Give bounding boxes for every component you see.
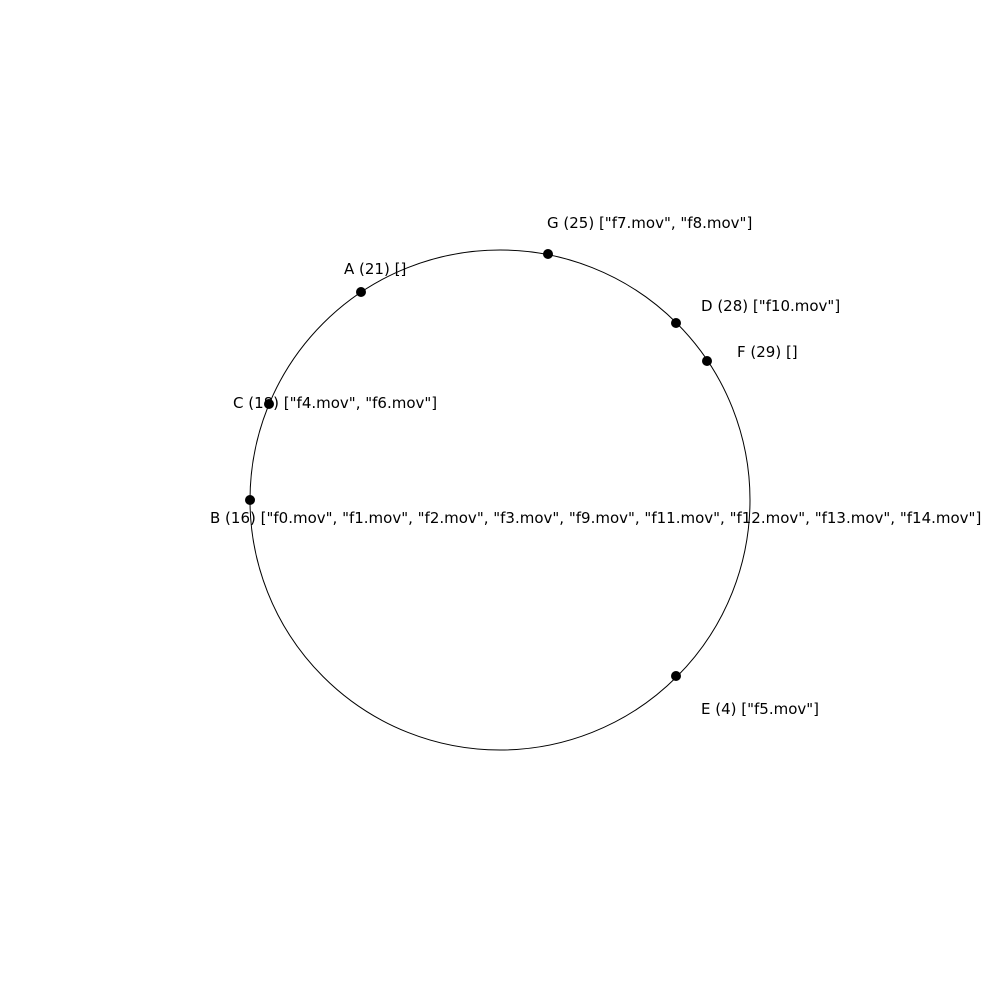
node-g-dot (543, 249, 553, 259)
node-e-dot (671, 671, 681, 681)
node-e-label: E (4) ["f5.mov"] (701, 700, 819, 718)
node-d-dot (671, 318, 681, 328)
node-d-label: D (28) ["f10.mov"] (701, 297, 840, 315)
node-b-label: B (16) ["f0.mov", "f1.mov", "f2.mov", "f… (210, 509, 981, 527)
node-f-label: F (29) [] (737, 343, 798, 361)
node-a-label: A (21) [] (344, 260, 406, 278)
node-a-dot (356, 287, 366, 297)
node-f-dot (702, 356, 712, 366)
node-c-dot (264, 399, 274, 409)
node-b-dot (245, 495, 255, 505)
node-g-label: G (25) ["f7.mov", "f8.mov"] (547, 214, 752, 232)
node-c-label: C (18) ["f4.mov", "f6.mov"] (233, 394, 437, 412)
